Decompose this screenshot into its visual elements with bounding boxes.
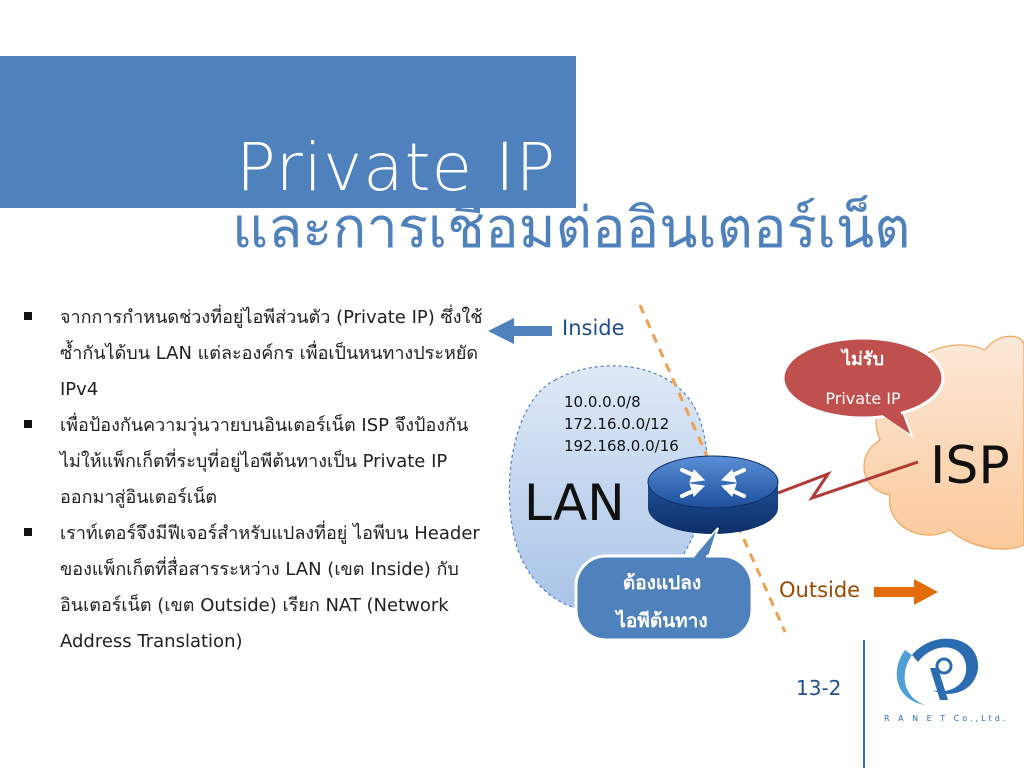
page-subtitle: และการเชื่อมต่ออินเตอร์เน็ต bbox=[232, 196, 911, 261]
logo-caption: R A N E T Co.,Ltd. bbox=[884, 714, 1009, 723]
list-item: เราท์เตอร์จึงมีฟีเจอร์สำหรับแปลงที่อยู่ … bbox=[22, 516, 484, 660]
outside-label: Outside bbox=[779, 578, 861, 602]
page-number: 13-2 bbox=[796, 676, 842, 700]
ranet-logo-icon bbox=[896, 638, 979, 705]
isp-bubble-line1: ไม่รับ bbox=[841, 349, 884, 370]
inside-label: Inside bbox=[562, 316, 625, 340]
router-bubble-line2: ไอพีต้นทาง bbox=[616, 610, 708, 632]
bullet-text: เพื่อป้องกันความวุ่นวายบนอินเตอร์เน็ต IS… bbox=[60, 415, 469, 508]
private-range-list: 10.0.0.0/8 172.16.0.0/12 192.168.0.0/16 bbox=[564, 391, 679, 457]
square-bullet-icon bbox=[24, 420, 32, 428]
list-item: จากการกำหนดช่วงที่อยู่ไอพีส่วนตัว (Priva… bbox=[22, 300, 484, 408]
router-bubble-line1: ต้องแปลง bbox=[622, 572, 702, 594]
isp-speech-bubble bbox=[781, 336, 945, 440]
router-speech-bubble bbox=[574, 527, 754, 642]
bullet-text: เราท์เตอร์จึงมีฟีเจอร์สำหรับแปลงที่อยู่ … bbox=[60, 523, 480, 652]
private-range: 10.0.0.0/8 bbox=[564, 393, 641, 411]
wan-link bbox=[777, 460, 919, 501]
router-icon bbox=[647, 455, 779, 534]
isp-label: ISP bbox=[930, 436, 1010, 496]
square-bullet-icon bbox=[24, 528, 32, 536]
isp-bubble-line2: Private IP bbox=[825, 389, 901, 408]
title-band bbox=[0, 56, 576, 208]
lan-label: LAN bbox=[524, 474, 625, 532]
outside-arrow-icon bbox=[874, 579, 938, 605]
private-range: 172.16.0.0/12 bbox=[564, 415, 670, 433]
inside-arrow-icon bbox=[488, 318, 552, 344]
bullet-text: จากการกำหนดช่วงที่อยู่ไอพีส่วนตัว (Priva… bbox=[60, 307, 483, 400]
page-title: Private IP bbox=[236, 129, 557, 206]
square-bullet-icon bbox=[24, 312, 32, 320]
private-range: 192.168.0.0/16 bbox=[564, 437, 679, 455]
bullet-list: จากการกำหนดช่วงที่อยู่ไอพีส่วนตัว (Priva… bbox=[22, 300, 484, 660]
list-item: เพื่อป้องกันความวุ่นวายบนอินเตอร์เน็ต IS… bbox=[22, 408, 484, 516]
